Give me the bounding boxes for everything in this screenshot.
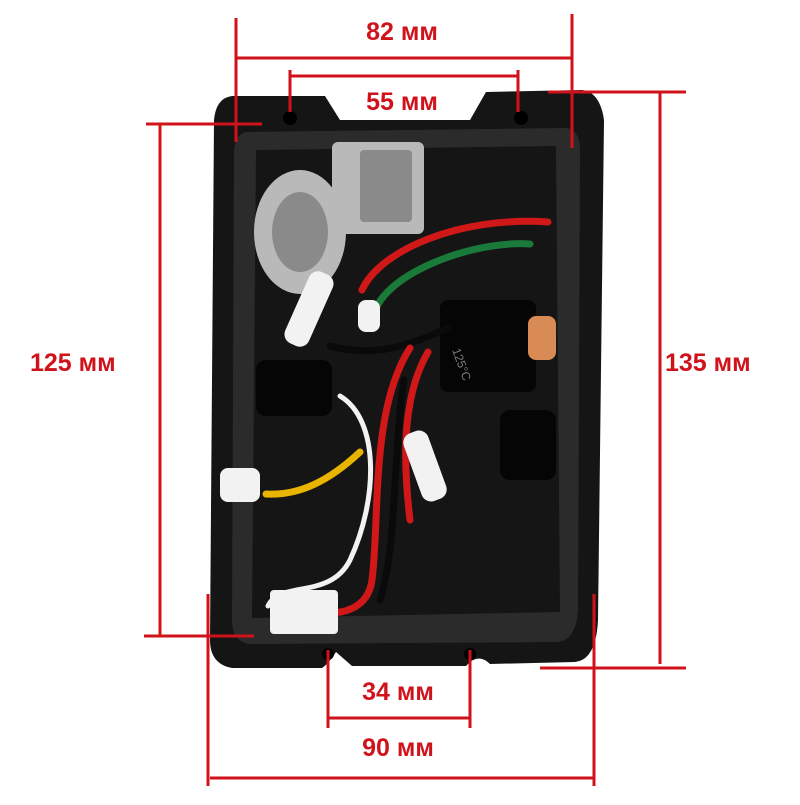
dimension-label-bottom-inner: 34 мм (362, 678, 434, 706)
mount-hole-top-left (283, 111, 297, 125)
terminal-sleeve-middle (403, 430, 447, 502)
switch-metal-plate (360, 150, 412, 222)
mount-hole-top-right (514, 111, 528, 125)
ring-terminal (220, 468, 260, 502)
plug-connector (270, 590, 338, 634)
dimension-label-top-outer: 82 мм (366, 18, 438, 46)
wire-green (370, 240, 534, 320)
right-latch (500, 410, 556, 480)
dimension-label-bottom-outer: 90 мм (362, 734, 434, 762)
thermal-fuse (528, 316, 556, 360)
switch-rotor-inner (272, 192, 328, 272)
wire-red-main (310, 344, 414, 617)
connector-block (440, 300, 536, 392)
wire-yellow (262, 448, 364, 498)
wire-red-top (358, 217, 552, 294)
wire-black (326, 324, 452, 355)
dimension-label-left-height: 125 мм (30, 349, 116, 377)
dimension-label-right-height: 135 мм (665, 349, 751, 377)
wire-red-side (402, 348, 432, 524)
dimension-label-top-inner: 55 мм (366, 88, 438, 116)
terminal-sleeve-left (358, 300, 380, 332)
terminal-sleeve-top (284, 271, 334, 347)
mechanism-spring (256, 360, 332, 416)
wire-black-lower (376, 376, 408, 604)
